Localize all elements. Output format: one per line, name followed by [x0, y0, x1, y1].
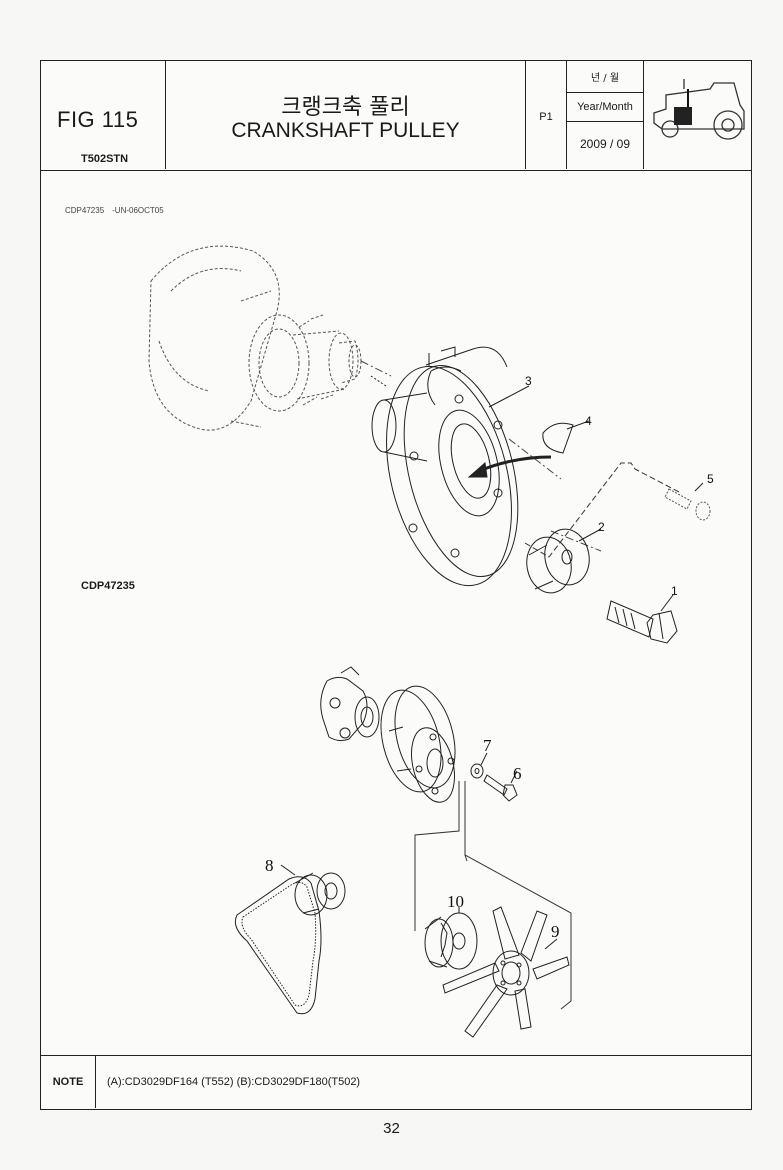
page-frame: FIG 115 T502STN 크랭크축 풀리 CRANKSHAFT PULLE…	[40, 60, 752, 1110]
tractor-icon	[653, 79, 745, 140]
page-number: 32	[383, 1120, 400, 1137]
callout-7: 7	[483, 736, 492, 755]
fan-pulley-assembly	[320, 666, 456, 803]
tractor-cell	[644, 61, 751, 169]
callout-4: 4	[585, 414, 592, 428]
fig-label: FIG 115	[57, 107, 139, 132]
callout-8: 8	[265, 856, 274, 875]
bolt-part-6	[483, 774, 518, 802]
title-english: CRANKSHAFT PULLEY	[231, 119, 460, 142]
spacer-part-10	[424, 912, 478, 970]
washer-part-7	[470, 763, 484, 779]
page-code-cell: P1	[526, 61, 567, 169]
drawing-code-bottom: CDP47235	[81, 580, 135, 592]
year-month-korean: 년 / 월	[590, 73, 620, 84]
year-month-english: Year/Month	[577, 101, 633, 113]
callout-5: 5	[707, 472, 714, 486]
callout-1: 1	[671, 584, 678, 598]
fan-belt-part-8	[234, 872, 346, 1015]
note-label: NOTE	[41, 1056, 96, 1108]
page-code: P1	[539, 111, 553, 123]
washer-part-2	[526, 528, 590, 594]
header: FIG 115 T502STN 크랭크축 풀리 CRANKSHAFT PULLE…	[41, 61, 751, 171]
revision-date: 2009 / 09	[579, 137, 631, 151]
crankshaft-illustration	[148, 245, 362, 431]
bolt-part-5	[664, 488, 711, 521]
callout-2: 2	[598, 520, 605, 534]
note-row: NOTE (A):CD3029DF164 (T552) (B):CD3029DF…	[41, 1055, 751, 1109]
fan-part-9	[442, 906, 570, 1038]
bolt-part-1	[606, 600, 678, 644]
title-cell: 크랭크축 풀리 CRANKSHAFT PULLEY	[166, 61, 526, 169]
key-part-4	[542, 422, 574, 454]
year-month-cell: 년 / 월 Year/Month 2009 / 09	[567, 61, 644, 169]
title-korean: 크랭크축 풀리	[281, 95, 410, 120]
callout-9: 9	[551, 922, 560, 941]
callout-6: 6	[513, 764, 522, 783]
model-label: T502STN	[81, 153, 129, 165]
callout-3: 3	[525, 374, 532, 388]
pulley-part-3	[370, 346, 519, 587]
fig-cell: FIG 115 T502STN	[41, 61, 166, 169]
note-text: (A):CD3029DF164 (T552) (B):CD3029DF180(T…	[107, 1076, 361, 1088]
drawing-code-top: CDP47235-UN-06OCT05	[65, 206, 164, 215]
exploded-view-drawing: 3 4 5 2	[148, 245, 714, 1038]
callout-10: 10	[447, 892, 464, 911]
